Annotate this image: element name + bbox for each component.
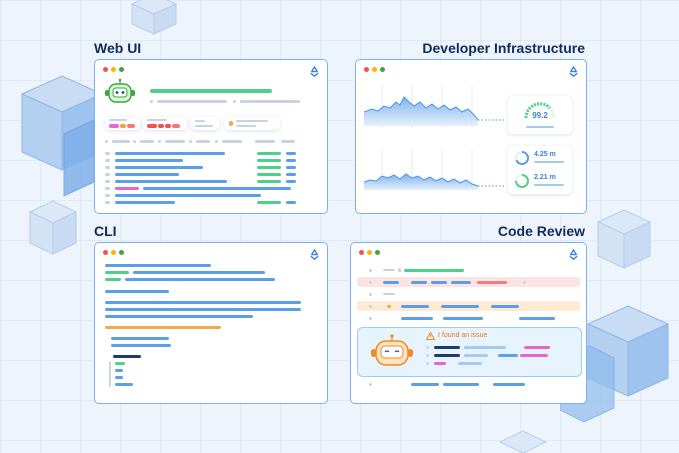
status-pill-2 [143, 117, 187, 130]
recycle-logo-icon [569, 66, 578, 77]
close-dot[interactable] [364, 67, 369, 72]
web-ui-panel [94, 59, 328, 214]
cube-decoration-small-left [28, 200, 78, 255]
maximize-dot[interactable] [380, 67, 385, 72]
window-controls [103, 250, 124, 255]
web-ui-title: Web UI [94, 40, 142, 56]
developer-infrastructure-title: Developer Infrastructure [422, 40, 585, 56]
minimize-dot[interactable] [111, 250, 116, 255]
minimize-dot[interactable] [372, 67, 377, 72]
status-pill-3 [191, 117, 219, 130]
gauge-card: 99.2 [508, 96, 572, 134]
code-review-panel: I found an issue [350, 242, 587, 404]
progress-ring-icon [515, 174, 529, 188]
robot-mascot-icon [371, 334, 413, 366]
window-controls [364, 67, 385, 72]
minimize-dot[interactable] [111, 67, 116, 72]
cli-title: CLI [94, 223, 117, 239]
close-dot[interactable] [103, 250, 108, 255]
recycle-logo-icon [310, 66, 319, 77]
robot-mascot-icon [105, 78, 135, 103]
cli-panel [94, 242, 328, 404]
maximize-dot[interactable] [119, 250, 124, 255]
cube-decoration-bottom [498, 430, 548, 453]
minimize-dot[interactable] [367, 250, 372, 255]
close-dot[interactable] [103, 67, 108, 72]
maximize-dot[interactable] [119, 67, 124, 72]
window-controls [359, 250, 380, 255]
code-review-title: Code Review [497, 223, 585, 239]
latency-area-chart [364, 150, 504, 190]
warning-triangle-icon [426, 332, 435, 340]
status-pill-4 [224, 117, 280, 130]
gauge-icon [524, 102, 556, 119]
recycle-logo-icon [569, 249, 578, 260]
metric-value-1: 4.25 m [534, 151, 556, 158]
cube-decoration-top [130, 0, 178, 35]
gauge-value: 99.2 [532, 111, 548, 120]
traffic-area-chart [364, 86, 504, 128]
progress-ring-icon [515, 150, 530, 165]
metrics-card: 4.25 m 2.21 m [508, 146, 572, 194]
issue-message: I found an issue [438, 332, 488, 339]
developer-infrastructure-panel: 99.2 4.25 m 2.21 m [355, 59, 587, 214]
close-dot[interactable] [359, 250, 364, 255]
cube-decoration-right [596, 209, 652, 269]
issue-comment-box: I found an issue [357, 327, 582, 377]
metric-value-2: 2.21 m [534, 174, 556, 181]
maximize-dot[interactable] [375, 250, 380, 255]
status-pill-1 [105, 117, 140, 130]
recycle-logo-icon [310, 249, 319, 260]
window-controls [103, 67, 124, 72]
